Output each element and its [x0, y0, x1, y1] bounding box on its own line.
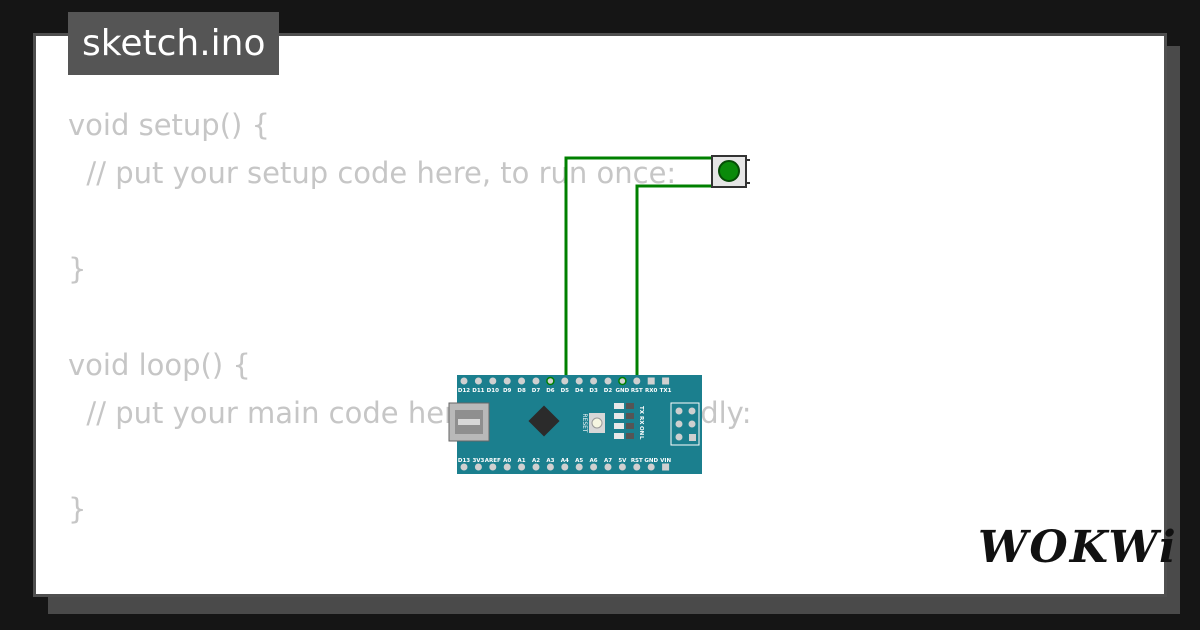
status-leds — [614, 403, 634, 439]
pin-label: D9 — [503, 388, 512, 394]
pin-rst[interactable] — [633, 463, 641, 471]
pin-label: D11 — [472, 388, 484, 394]
pin-a5[interactable] — [575, 463, 583, 471]
pin-label: D6 — [546, 388, 555, 394]
pin-d8[interactable] — [518, 377, 526, 385]
editor-card — [33, 33, 1167, 597]
pin-a3[interactable] — [546, 463, 554, 471]
wire-gnd-button[interactable] — [635, 184, 711, 381]
pin-a6[interactable] — [590, 463, 598, 471]
pin-label: D7 — [532, 388, 541, 394]
led-label: TX — [638, 406, 644, 415]
pin-d11[interactable] — [474, 377, 482, 385]
reset-button[interactable] — [589, 413, 605, 433]
pin-tx1[interactable] — [662, 377, 670, 385]
pin-label: VIN — [660, 458, 671, 464]
pin-label: D3 — [589, 388, 598, 394]
pin-label: D12 — [458, 388, 470, 394]
button-cap — [718, 160, 740, 182]
pin-label: A0 — [503, 458, 511, 464]
pin-d4[interactable] — [575, 377, 583, 385]
pin-d7[interactable] — [532, 377, 540, 385]
pin-rx0[interactable] — [647, 377, 655, 385]
pushbutton[interactable] — [711, 155, 750, 188]
pin-a1[interactable] — [518, 463, 526, 471]
pin-label: A6 — [590, 458, 598, 464]
code-line: } — [68, 492, 87, 526]
pin-d6[interactable] — [546, 376, 555, 386]
pin-label: A4 — [561, 458, 569, 464]
pin-gnd[interactable] — [647, 463, 655, 471]
pin-label: GND — [644, 458, 658, 464]
pin-label: AREF — [485, 458, 501, 464]
pin-a2[interactable] — [532, 463, 540, 471]
pin-gnd[interactable] — [618, 376, 627, 386]
pin-label: RST — [631, 458, 643, 464]
code-line: void loop() { — [68, 348, 251, 382]
pin-d3[interactable] — [590, 377, 598, 385]
pin-label: D2 — [604, 388, 613, 394]
pin-5v[interactable] — [618, 463, 626, 471]
pin-label: D5 — [561, 388, 570, 394]
led-label: RX — [638, 416, 644, 425]
pin-label: A1 — [518, 458, 526, 464]
pin-label: 5V — [618, 458, 627, 464]
pin-label: GND — [616, 388, 630, 394]
pin-a4[interactable] — [561, 463, 569, 471]
pin-label: A3 — [546, 458, 554, 464]
pin-label: D4 — [575, 388, 584, 394]
file-tab[interactable]: sketch.ino — [68, 12, 280, 75]
pin-a0[interactable] — [503, 463, 511, 471]
wokwi-logo: WOKWi — [978, 522, 1178, 573]
led-label: L — [638, 436, 644, 440]
pin-label: 3V3 — [472, 458, 484, 464]
wire-d6-button[interactable] — [564, 156, 711, 381]
usb-connector — [448, 402, 490, 442]
pin-rst[interactable] — [633, 377, 641, 385]
pin-label: D10 — [487, 388, 499, 394]
pin-d5[interactable] — [561, 377, 569, 385]
pin-vin[interactable] — [662, 463, 670, 471]
pin-label: A5 — [575, 458, 583, 464]
pin-a7[interactable] — [604, 463, 612, 471]
pin-d10[interactable] — [489, 377, 497, 385]
pin-label: D8 — [517, 388, 526, 394]
led-label: ON — [638, 426, 644, 436]
pin-aref[interactable] — [489, 463, 497, 471]
icsp-header — [670, 402, 700, 446]
pin-3v3[interactable] — [474, 463, 482, 471]
reset-label: RESET — [581, 413, 588, 433]
pin-label: A7 — [604, 458, 612, 464]
pin-d9[interactable] — [503, 377, 511, 385]
pin-label: A2 — [532, 458, 540, 464]
pin-d13[interactable] — [460, 463, 468, 471]
code-line: } — [68, 252, 87, 286]
pin-d12[interactable] — [460, 377, 468, 385]
pin-label: TX1 — [660, 388, 672, 394]
pin-label: RST — [631, 388, 643, 394]
microcontroller-chip — [528, 405, 560, 437]
code-line: void setup() { — [68, 108, 270, 142]
code-line: // put your setup code here, to run once… — [68, 156, 677, 190]
pin-label: RX0 — [645, 388, 657, 394]
pin-label: D13 — [458, 458, 470, 464]
pin-d2[interactable] — [604, 377, 612, 385]
